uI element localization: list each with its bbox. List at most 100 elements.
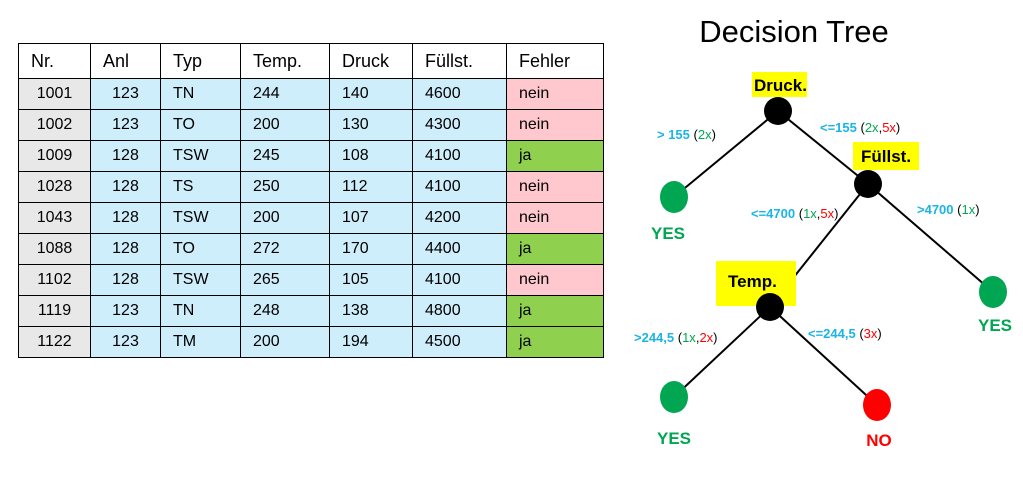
temp-label-bg <box>716 261 796 306</box>
leaf-no-label: NO <box>866 431 892 450</box>
cell-druck: 138 <box>329 295 413 327</box>
edge-druck-yes <box>673 110 779 198</box>
tree-title: Decision Tree <box>699 14 889 49</box>
cell-fehler: nein <box>506 78 604 110</box>
cell-temp: 200 <box>240 326 330 358</box>
cell-temp: 248 <box>240 295 330 327</box>
decision-tree: Decision Tree Druck. Füllst. Temp. YES Y… <box>634 14 1012 450</box>
leaf-yes-bottom <box>660 381 688 413</box>
edge-label-temp-gt: >244,5 (1x,2x) <box>634 330 718 345</box>
cell-fuellst: 4500 <box>412 326 507 358</box>
fuellst-label-bg <box>853 142 919 170</box>
edge-label-druck-le: <=155 (2x,5x) <box>820 120 900 135</box>
cell-typ: TN <box>160 78 241 110</box>
cell-temp: 244 <box>240 78 330 110</box>
tree-edges <box>673 110 994 406</box>
cell-nr: 1102 <box>18 264 91 296</box>
cell-typ: TSW <box>160 264 241 296</box>
cell-druck: 107 <box>329 202 413 234</box>
col-header-fehler: Fehler <box>506 43 604 79</box>
cell-temp: 265 <box>240 264 330 296</box>
cell-typ: TO <box>160 233 241 265</box>
cell-anl: 123 <box>90 295 161 327</box>
cell-anl: 128 <box>90 202 161 234</box>
druck-label-bg <box>752 72 807 97</box>
druck-node-dot: . <box>802 76 807 95</box>
cell-nr: 1002 <box>18 109 91 141</box>
leaf-yes-bottom-label: YES <box>657 429 691 448</box>
cell-nr: 1028 <box>18 171 91 203</box>
cell-anl: 123 <box>90 109 161 141</box>
cell-nr: 1122 <box>18 326 91 358</box>
cell-fehler: ja <box>506 326 604 358</box>
cell-temp: 200 <box>240 202 330 234</box>
edge-label-fuellst-gt: >4700 (1x) <box>917 202 980 217</box>
druck-node <box>764 97 792 125</box>
druck-node-label: Druck <box>754 76 803 95</box>
cell-anl: 128 <box>90 171 161 203</box>
leaf-yes-right-label: YES <box>978 316 1012 335</box>
cell-fuellst: 4600 <box>412 78 507 110</box>
cell-fuellst: 4800 <box>412 295 507 327</box>
cell-typ: TM <box>160 326 241 358</box>
cell-druck: 112 <box>329 171 413 203</box>
leaf-yes-left-label: YES <box>651 224 685 243</box>
cell-fuellst: 4100 <box>412 140 507 172</box>
cell-fuellst: 4400 <box>412 233 507 265</box>
edge-temp-no <box>769 306 878 406</box>
col-header-typ: Typ <box>160 43 241 79</box>
col-header-druck: Druck <box>329 43 413 79</box>
edge-label-temp-le: <=244,5 (3x) <box>808 326 882 341</box>
edge-druck-fuellst <box>777 110 869 185</box>
temp-node <box>756 293 784 321</box>
temp-node-label: Temp <box>728 272 772 291</box>
cell-nr: 1119 <box>18 295 91 327</box>
cell-druck: 105 <box>329 264 413 296</box>
cell-druck: 194 <box>329 326 413 358</box>
cell-temp: 200 <box>240 109 330 141</box>
cell-nr: 1009 <box>18 140 91 172</box>
fuellst-node <box>854 170 882 198</box>
cell-druck: 170 <box>329 233 413 265</box>
cell-fehler: ja <box>506 295 604 327</box>
cell-druck: 140 <box>329 78 413 110</box>
cell-fehler: ja <box>506 233 604 265</box>
cell-anl: 128 <box>90 264 161 296</box>
cell-typ: TSW <box>160 140 241 172</box>
cell-anl: 128 <box>90 233 161 265</box>
edge-label-druck-gt: > 155 (2x) <box>657 127 716 142</box>
cell-fuellst: 4300 <box>412 109 507 141</box>
cell-anl: 128 <box>90 140 161 172</box>
svg-text:Temp.: Temp. <box>728 272 777 291</box>
cell-fehler: nein <box>506 171 604 203</box>
cell-fuellst: 4100 <box>412 264 507 296</box>
cell-typ: TN <box>160 295 241 327</box>
cell-anl: 123 <box>90 78 161 110</box>
col-header-temp: Temp. <box>240 43 330 79</box>
edge-label-fuellst-le: <=4700 (1x,5x) <box>751 206 839 221</box>
cell-fehler: nein <box>506 264 604 296</box>
table-header-row: Nr. Anl Typ Temp. Druck Füllst. Fehler <box>18 43 604 79</box>
fuellst-node-label: Füllst. <box>861 147 911 166</box>
cell-fuellst: 4100 <box>412 171 507 203</box>
cell-druck: 130 <box>329 109 413 141</box>
cell-temp: 250 <box>240 171 330 203</box>
edge-temp-yes <box>673 306 771 398</box>
cell-nr: 1043 <box>18 202 91 234</box>
data-table: Nr. Anl Typ Temp. Druck Füllst. Fehler 1… <box>18 43 604 358</box>
edge-fuellst-yes <box>867 183 994 293</box>
col-header-fuellst: Füllst. <box>412 43 507 79</box>
cell-typ: TS <box>160 171 241 203</box>
cell-fuellst: 4200 <box>412 202 507 234</box>
temp-node-dot: . <box>772 272 777 291</box>
